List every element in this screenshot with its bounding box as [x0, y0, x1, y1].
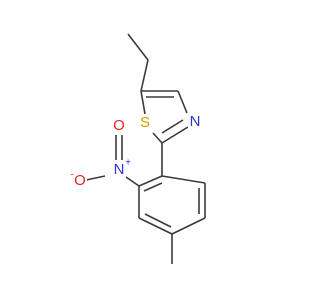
- single-oxygen-atom-label: O: [74, 172, 86, 189]
- molecule-structure: S N N + O O -: [70, 33, 206, 264]
- single-oxygen-charge: -: [70, 170, 73, 181]
- bond-aryl-nitro: [125, 176, 140, 187]
- bond-s1-c5: [140, 90, 146, 115]
- double-oxygen-atom-label: O: [113, 117, 125, 134]
- single-oxygen-label-bg: [73, 172, 87, 190]
- bond-c2-s1: [152, 132, 163, 144]
- ring-nitrogen-atom-label: N: [190, 113, 201, 130]
- nitro-nitrogen-atom-label: N: [114, 161, 125, 178]
- bond-nitro-o-single: [85, 175, 106, 181]
- bond-ethyl-ch3-ch2: [127, 33, 149, 61]
- nitro-nitrogen-label-bg: [112, 161, 126, 179]
- bond-benz-c4-c5-inner: [144, 213, 172, 228]
- nitro-nitrogen-charge: +: [125, 158, 131, 169]
- bond-benz-c1-c2: [161, 175, 206, 184]
- bond-benz-c4-c5: [138, 217, 173, 235]
- bond-benz-c6-c1: [138, 175, 163, 187]
- ring-nitrogen-label-bg: [188, 112, 202, 130]
- bond-benz-c3-c4: [171, 217, 206, 235]
- double-oxygen-label-bg: [112, 117, 126, 135]
- bond-c4-n3: [177, 90, 188, 114]
- bond-n3-c2-double: [161, 119, 184, 134]
- bond-ethyl-ch2-c5: [140, 59, 149, 92]
- sulfur-atom-label: S: [140, 114, 150, 131]
- sulfur-label-bg: [138, 114, 152, 132]
- bond-n3-c2: [161, 126, 189, 144]
- bond-benz-c6-c1-inner: [143, 182, 163, 192]
